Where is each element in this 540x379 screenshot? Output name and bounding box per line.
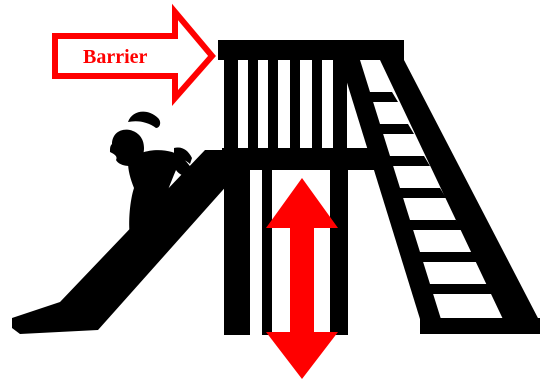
- height-indicator: [266, 178, 338, 379]
- ladder-base: [420, 318, 540, 334]
- platform-deck: [222, 148, 382, 170]
- barrier-top-rail: [218, 40, 404, 60]
- double-arrow-icon: [266, 178, 338, 379]
- slide-structure: [12, 40, 540, 335]
- barrier-callout: Barrier: [55, 12, 212, 98]
- barrier-label: Barrier: [83, 46, 148, 68]
- support-posts: [224, 170, 348, 335]
- barrier-pickets: [224, 60, 347, 150]
- slide-chute: [12, 150, 230, 334]
